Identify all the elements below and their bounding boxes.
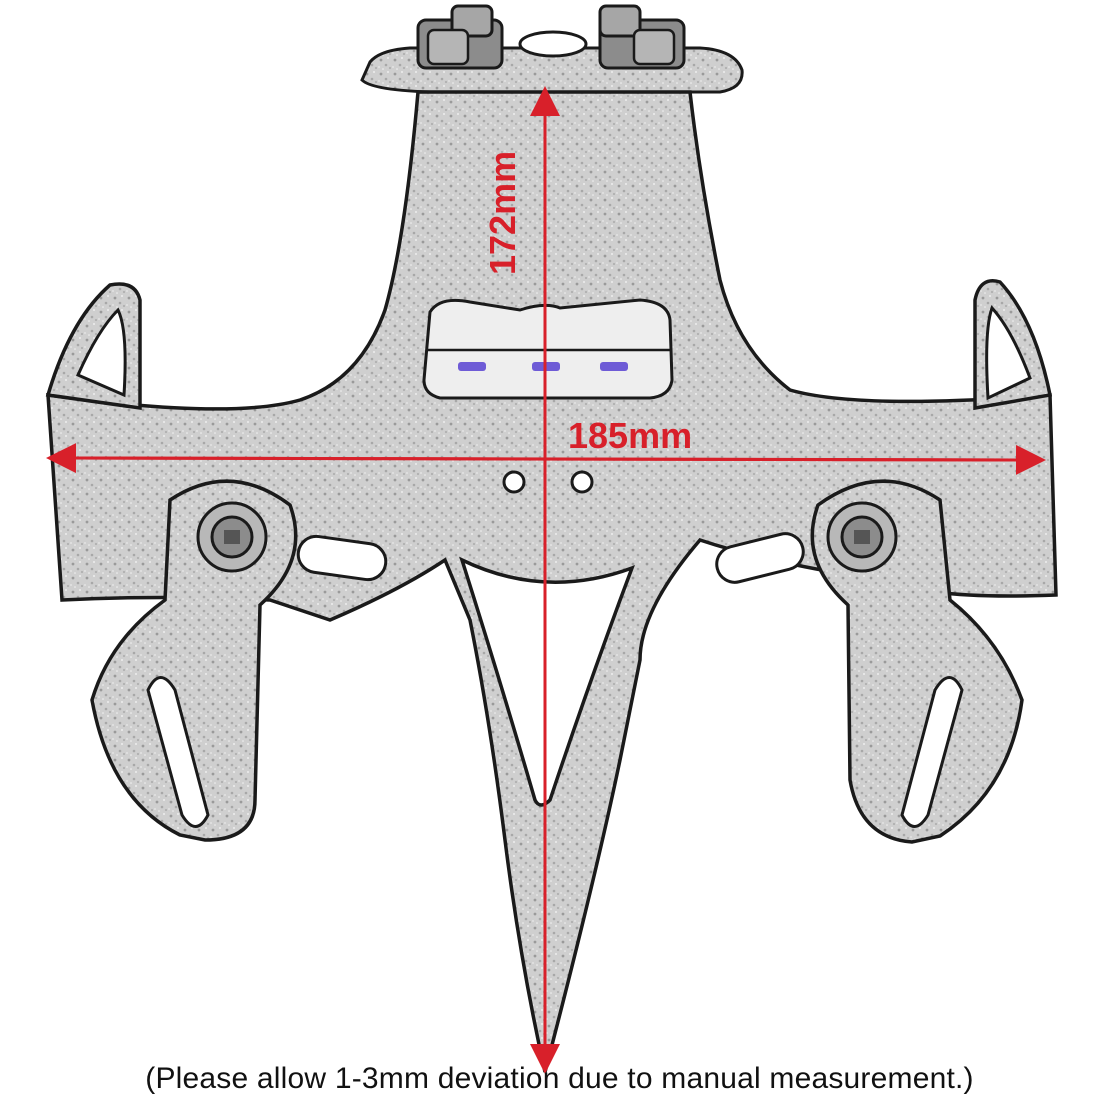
right-pivot-bolt-icon (826, 501, 898, 573)
left-ear-slot (76, 307, 127, 398)
left-swing-arm (90, 479, 298, 842)
left-pivot-bolt-icon (196, 501, 268, 573)
right-arm-slot (900, 676, 964, 828)
plate-light-icon (422, 298, 674, 400)
width-dimension-line-start (46, 443, 1011, 474)
flange-slot (518, 30, 588, 58)
left-short-slot (296, 534, 388, 582)
center-hole-right (570, 470, 594, 494)
width-dimension-label: 185mm (568, 415, 692, 456)
top-bolt-right-icon (598, 4, 686, 70)
triangle-cutout (459, 556, 635, 807)
height-dimension-label: 172mm (482, 151, 523, 275)
right-ear-slot (985, 305, 1032, 401)
left-arm-slot (146, 676, 210, 828)
right-short-slot (715, 532, 805, 584)
center-hole-left (502, 470, 526, 494)
measurement-note: (Please allow 1-3mm deviation due to man… (145, 1062, 974, 1095)
top-bolt-left-icon (416, 4, 504, 70)
